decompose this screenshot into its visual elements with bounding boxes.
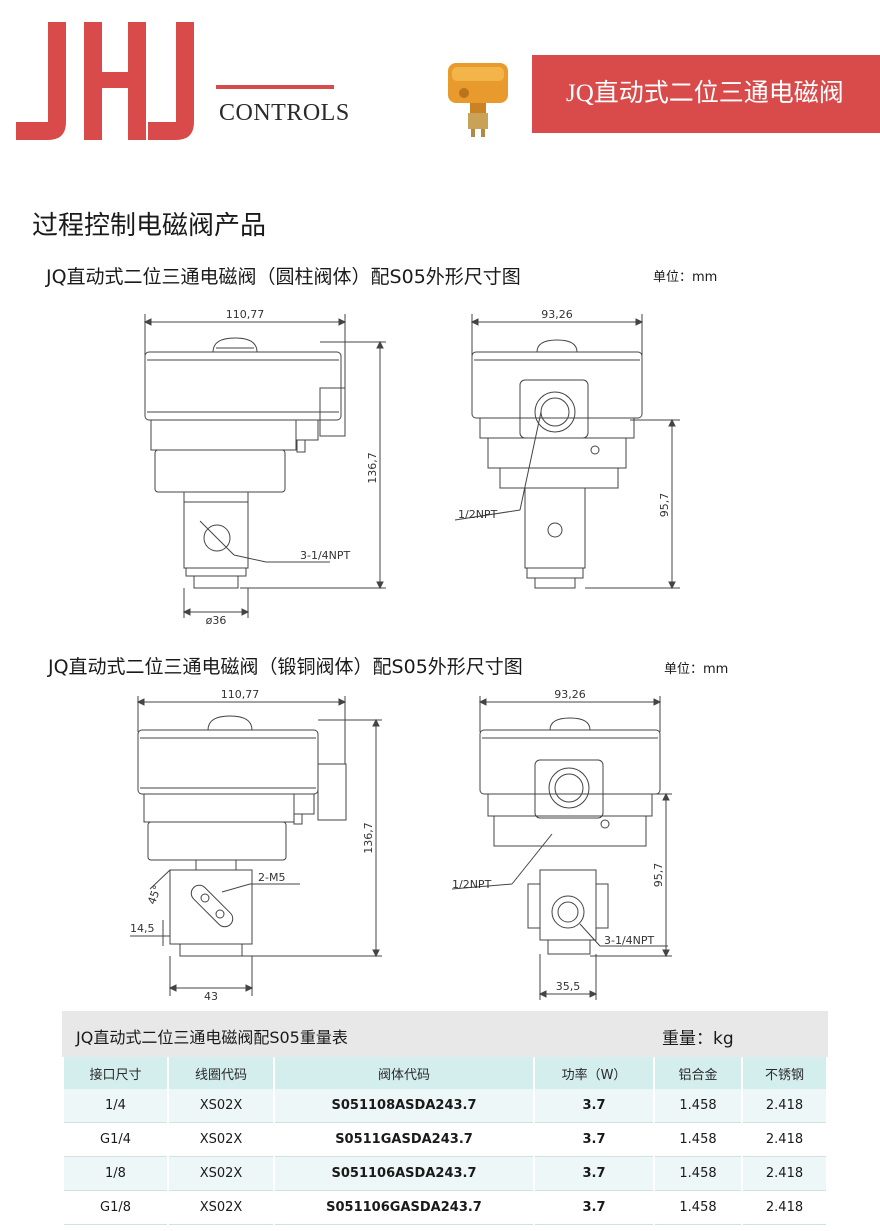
cell-power: 3.7 [535, 1089, 653, 1123]
cell-coil-code: XS02X [169, 1157, 273, 1191]
fig2-front-offset: 14,5 [130, 922, 155, 935]
valve-product-image [440, 55, 518, 139]
cell-body-code: S0511GASDA243.7 [275, 1123, 533, 1157]
fig1-front-port: 3-1/4NPT [300, 549, 351, 562]
fig2-front-height: 136,7 [362, 822, 375, 854]
cell-body-code: S051108ASDA243.7 [275, 1089, 533, 1123]
logo-divider [216, 85, 334, 89]
cell-stainless: 2.418 [743, 1191, 826, 1225]
header-coil-code: 线圈代码 [169, 1057, 273, 1089]
table-row: G1/8 XS02X S051106GASDA243.7 3.7 1.458 2… [64, 1191, 826, 1225]
fig2-side-port: 3-1/4NPT [604, 934, 655, 947]
fig1-front-width: 110,77 [226, 308, 265, 321]
cell-coil-code: XS02X [169, 1191, 273, 1225]
figure1-title: JQ直动式二位三通电磁阀（圆柱阀体）配S05外形尺寸图 [46, 266, 521, 288]
jhj-logo [8, 18, 208, 146]
weight-data-table: 接口尺寸 线圈代码 阀体代码 功率（W） 铝合金 不锈钢 1/4 XS02X S… [62, 1057, 828, 1225]
figure2-unit: 单位：mm [664, 662, 729, 677]
cell-port-size: G1/8 [64, 1191, 167, 1225]
table-row: 1/8 XS02X S051106ASDA243.7 3.7 1.458 2.4… [64, 1157, 826, 1191]
header-body-code: 阀体代码 [275, 1057, 533, 1089]
fig1-front-diameter: ø36 [206, 614, 227, 627]
header-aluminum: 铝合金 [655, 1057, 741, 1089]
table-caption: JQ直动式二位三通电磁阀配S05重量表 [76, 1028, 348, 1047]
table-row: 1/4 XS02X S051108ASDA243.7 3.7 1.458 2.4… [64, 1089, 826, 1123]
weight-table: JQ直动式二位三通电磁阀配S05重量表 重量：kg 接口尺寸 线圈代码 阀体代码… [62, 1011, 828, 1225]
header-stainless: 不锈钢 [743, 1057, 826, 1089]
header-power: 功率（W） [535, 1057, 653, 1089]
fig1-side-port: 1/2NPT [458, 508, 498, 521]
weight-unit: 重量：kg [662, 1029, 734, 1049]
cell-stainless: 2.418 [743, 1089, 826, 1123]
logo-glyphs [16, 22, 194, 140]
figure2-title: JQ直动式二位三通电磁阀（锻铜阀体）配S05外形尺寸图 [48, 656, 523, 678]
fig2-side-height: 95,7 [652, 863, 665, 888]
cell-aluminum: 1.458 [655, 1191, 741, 1225]
cell-power: 3.7 [535, 1191, 653, 1225]
fig2-side-width: 93,26 [554, 688, 586, 701]
cell-coil-code: XS02X [169, 1089, 273, 1123]
fig1-side-height: 95,7 [658, 493, 671, 518]
table-caption-bar: JQ直动式二位三通电磁阀配S05重量表 重量：kg [62, 1011, 828, 1057]
section-title: 过程控制电磁阀产品 [32, 211, 267, 241]
fig2-front-base: 43 [204, 990, 218, 1003]
cell-stainless: 2.418 [743, 1157, 826, 1191]
fig1-side-width: 93,26 [541, 308, 573, 321]
figure2-drawings: 110,77 2-M5 45° 14,5 43 136,7 93,26 1/2N… [130, 688, 672, 1003]
fig2-front-screw: 2-M5 [258, 871, 285, 884]
cell-power: 3.7 [535, 1157, 653, 1191]
fig2-side-port-top: 1/2NPT [452, 878, 492, 891]
cell-stainless: 2.418 [743, 1123, 826, 1157]
figure1-unit: 单位：mm [653, 270, 718, 285]
cell-port-size: 1/8 [64, 1157, 167, 1191]
cell-coil-code: XS02X [169, 1123, 273, 1157]
table-row: G1/4 XS02X S0511GASDA243.7 3.7 1.458 2.4… [64, 1123, 826, 1157]
cell-body-code: S051106ASDA243.7 [275, 1157, 533, 1191]
table-header-row: 接口尺寸 线圈代码 阀体代码 功率（W） 铝合金 不锈钢 [64, 1057, 826, 1089]
cell-aluminum: 1.458 [655, 1089, 741, 1123]
header-port-size: 接口尺寸 [64, 1057, 167, 1089]
figure1-drawings: 110,77 3-1/4NPT ø36 136,7 93,26 1/2NPT 9… [143, 308, 680, 627]
fig2-front-angle: 45° [145, 883, 164, 906]
cell-port-size: 1/4 [64, 1089, 167, 1123]
fig2-front-width: 110,77 [221, 688, 260, 701]
fig1-front-height: 136,7 [366, 452, 379, 484]
product-banner: JQ直动式二位三通电磁阀 [532, 55, 880, 133]
logo-controls-text: CONTROLS [219, 100, 350, 126]
cell-body-code: S051106GASDA243.7 [275, 1191, 533, 1225]
fig2-side-base: 35,5 [556, 980, 581, 993]
cell-aluminum: 1.458 [655, 1157, 741, 1191]
cell-power: 3.7 [535, 1123, 653, 1157]
cell-aluminum: 1.458 [655, 1123, 741, 1157]
cell-port-size: G1/4 [64, 1123, 167, 1157]
